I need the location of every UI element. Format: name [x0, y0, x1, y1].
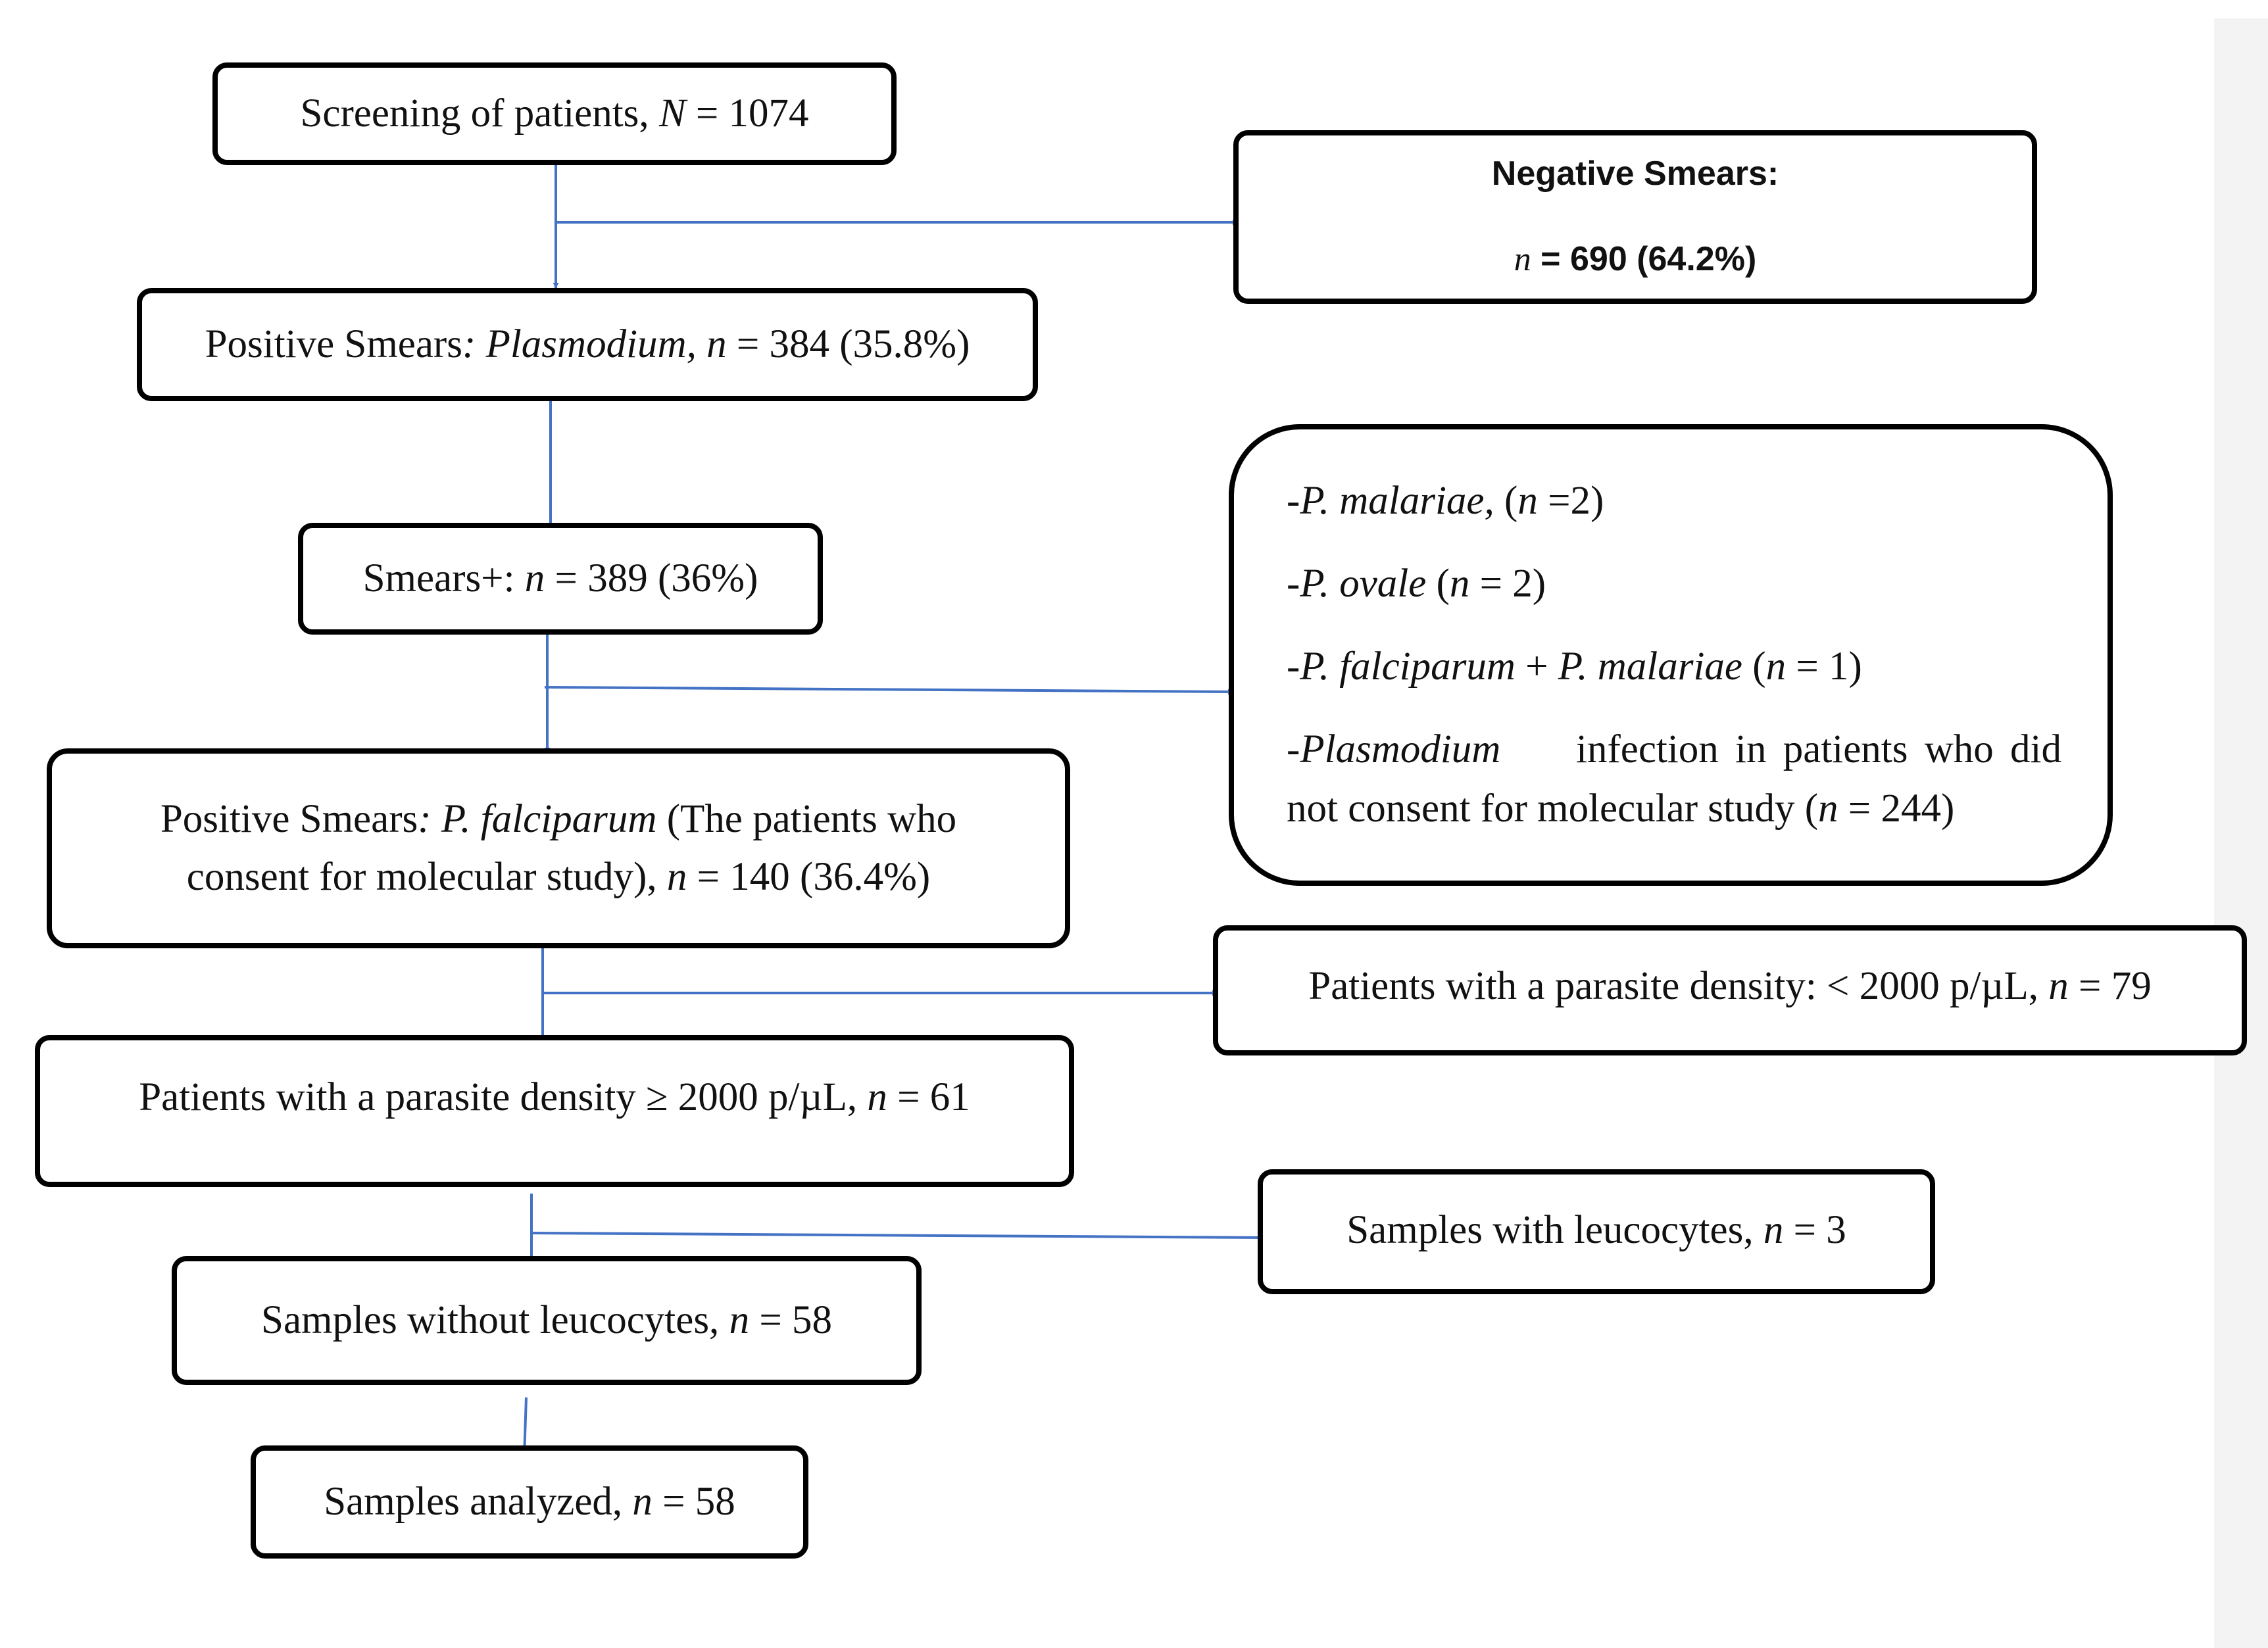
n-label: n [1765, 644, 1787, 689]
malariae-line: -P. malariae, (n =2) [1287, 478, 2061, 524]
n-label: n [666, 855, 687, 899]
plus-sign: + [1515, 644, 1558, 689]
with-leucocytes-box: Samples with leucocytes, n = 3 [1258, 1169, 1935, 1294]
side-panel [2214, 18, 2268, 1648]
smears-plus-count: = 389 (36%) [545, 556, 758, 600]
plasmodium-genus: -Plasmodium [1287, 727, 1501, 772]
no-consent-text: not consent for molecular study ( [1287, 787, 1819, 831]
open-paren: ( [1742, 644, 1766, 689]
ovale-line: -P. ovale (n = 2) [1287, 561, 2061, 607]
smears-plus-box: Smears+: n = 389 (36%) [298, 523, 823, 635]
n-label: n [1517, 478, 1538, 523]
ovale-species: -P. ovale [1287, 561, 1427, 606]
falciparum-species: P. falciparum [441, 796, 657, 841]
samples-analyzed-count: = 58 [652, 1479, 735, 1524]
n-label: n [1514, 241, 1531, 278]
without-leucocytes-text: Samples without leucocytes, [261, 1297, 729, 1342]
low-density-box: Patients with a parasite density: < 2000… [1213, 925, 2247, 1055]
arrow-smears-plus-to-excluded [544, 686, 1234, 695]
low-density-text: Patients with a parasite density: < 2000… [1308, 964, 2049, 1008]
positive-plasmodium-box: Positive Smears: Plasmodium, n = 384 (35… [137, 288, 1038, 401]
positive-falciparum-count: = 140 (36.4%) [687, 855, 931, 899]
no-consent-line-1: -Plasmodium infection in patients who di… [1287, 727, 2061, 773]
consent-text: (The patients who [656, 796, 957, 841]
screening-count: = 1074 [685, 91, 809, 135]
negative-smears-count: = 690 (64.2%) [1531, 240, 1757, 278]
no-consent-text: infection in patients who did [1576, 727, 2061, 772]
falciparum-species: -P. falciparum [1287, 644, 1516, 689]
excluded-species-box: -P. malariae, (n =2) -P. ovale (n = 2) -… [1229, 424, 2113, 886]
colon: : [418, 796, 441, 841]
negative-smears-title: Negative Smears: [1491, 155, 1779, 193]
mixed-count: = 1) [1786, 644, 1862, 689]
positive-smears-label: Positive Smears [160, 796, 418, 841]
ovale-count: = 2) [1469, 561, 1546, 606]
positive-plasmodium-count: = 384 (35.8%) [726, 322, 970, 366]
consent-text: consent for molecular study), [186, 855, 667, 899]
malariae-count: =2) [1537, 478, 1604, 523]
screening-box: Screening of patients, N = 1074 [212, 62, 897, 165]
high-density-count: = 61 [887, 1075, 970, 1119]
malariae-species: P. malariae [1558, 644, 1742, 689]
samples-analyzed-box: Samples analyzed, n = 58 [251, 1445, 808, 1559]
n-label: n [1818, 787, 1838, 831]
n-label: N [658, 91, 686, 135]
positive-falciparum-box: Positive Smears: P. falciparum (The pati… [47, 748, 1070, 948]
arrow-high-density-to-with-leucocytes [531, 1232, 1268, 1241]
negative-smears-box: Negative Smears: n = 690 (64.2%) [1233, 130, 2037, 304]
mixed-infection-line: -P. falciparum + P. malariae (n = 1) [1287, 644, 2061, 690]
high-density-box: Patients with a parasite density ≥ 2000 … [35, 1035, 1074, 1187]
malariae-species: -P. malariae, [1287, 478, 1494, 523]
n-label: n [1449, 561, 1470, 606]
without-leucocytes-count: = 58 [749, 1297, 832, 1342]
plasmodium-genus: Plasmodium, [485, 322, 697, 366]
screening-text: Screening of patients, [300, 91, 659, 135]
without-leucocytes-box: Samples without leucocytes, n = 58 [172, 1256, 922, 1385]
with-leucocytes-count: = 3 [1783, 1208, 1846, 1252]
positive-smears-label: Positive Smears [205, 322, 462, 366]
n-label: n [524, 556, 545, 600]
n-label: n [632, 1479, 653, 1524]
low-density-count: = 79 [2068, 964, 2152, 1008]
open-paren: ( [1494, 478, 1518, 523]
colon: : [462, 322, 486, 366]
samples-analyzed-text: Samples analyzed, [324, 1479, 633, 1524]
with-leucocytes-text: Samples with leucocytes, [1346, 1208, 1763, 1252]
smears-plus-label: Smears+: [362, 556, 525, 600]
n-label: n [729, 1297, 750, 1342]
no-consent-count: = 244) [1838, 787, 1955, 831]
high-density-text: Patients with a parasite density ≥ 2000 … [139, 1075, 868, 1119]
no-consent-line-2: not consent for molecular study (n = 244… [1287, 786, 2061, 832]
n-label: n [706, 322, 727, 366]
n-label: n [867, 1075, 887, 1119]
n-label: n [2048, 964, 2069, 1008]
n-label: n [1763, 1208, 1784, 1252]
open-paren: ( [1426, 561, 1450, 606]
